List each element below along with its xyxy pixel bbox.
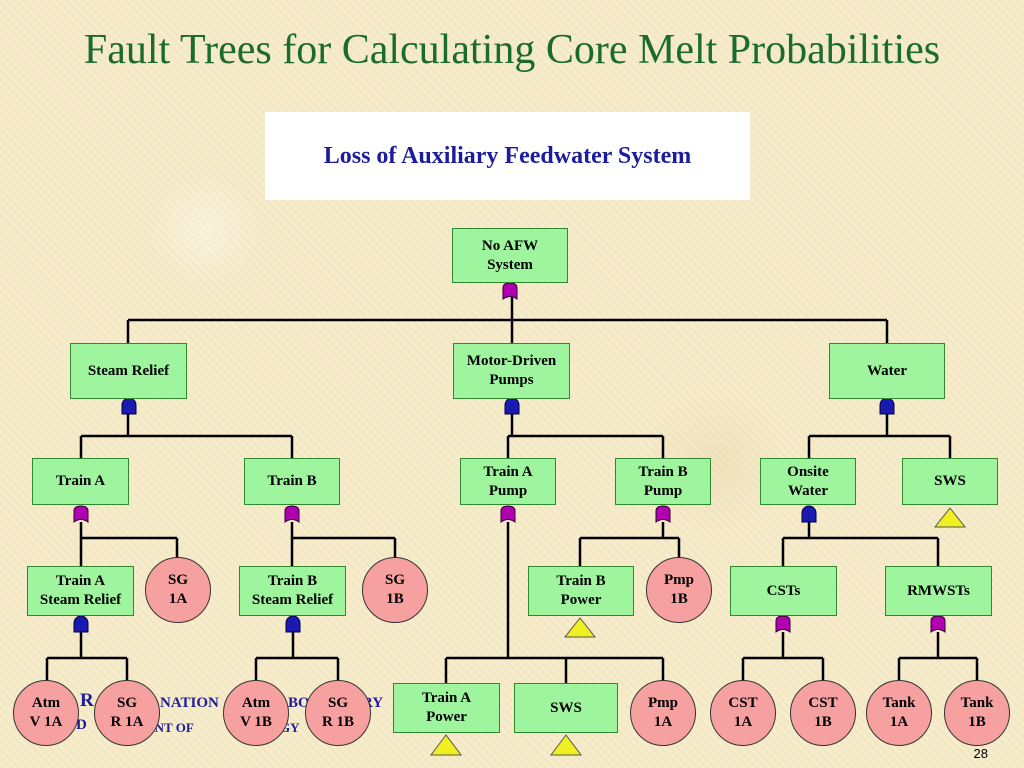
footer-line1-a: R <box>80 690 94 711</box>
transfer-triangle-icon <box>933 507 967 528</box>
and-gate-icon <box>121 397 137 415</box>
node-sws-bottom: SWS <box>514 683 618 733</box>
page-title: Fault Trees for Calculating Core Melt Pr… <box>83 27 941 73</box>
node-no-afw-system: No AFW System <box>452 228 568 283</box>
and-gate-icon <box>504 397 520 415</box>
node-train-b-pump: Train B Pump <box>615 458 711 505</box>
node-steam-relief: Steam Relief <box>70 343 187 399</box>
event-atm-v1b: Atm V 1B <box>223 680 289 746</box>
event-tank-1b: Tank 1B <box>944 680 1010 746</box>
or-gate-icon <box>500 505 516 523</box>
node-train-b-steam-relief: Train B Steam Relief <box>239 566 346 616</box>
or-gate-icon <box>930 615 946 633</box>
node-water: Water <box>829 343 945 399</box>
footer-line2-a: D <box>76 717 87 733</box>
node-rmwsts: RMWSTs <box>885 566 992 616</box>
node-onsite-water: Onsite Water <box>760 458 856 505</box>
node-train-a-steam-relief: Train A Steam Relief <box>27 566 134 616</box>
subtitle: Loss of Auxiliary Feedwater System <box>323 142 692 169</box>
event-tank-1a: Tank 1A <box>866 680 932 746</box>
event-sg-r1b: SG R 1B <box>305 680 371 746</box>
transfer-triangle-icon <box>550 734 582 756</box>
page-number: 28 <box>973 746 988 761</box>
node-train-b: Train B <box>244 458 340 505</box>
or-gate-icon <box>284 505 300 523</box>
event-sg-1a: SG 1A <box>145 557 211 623</box>
and-gates <box>73 397 895 633</box>
or-gate-icon <box>502 282 518 300</box>
event-sg-r1a: SG R 1A <box>94 680 160 746</box>
connector-lines <box>45 296 979 683</box>
event-sg-1b: SG 1B <box>362 557 428 623</box>
node-train-a-power: Train A Power <box>393 683 500 733</box>
node-train-b-power: Train B Power <box>528 566 634 616</box>
node-motor-driven-pumps: Motor-Driven Pumps <box>453 343 570 399</box>
and-gate-icon <box>879 397 895 415</box>
transfer-triangle-icon <box>430 734 462 756</box>
node-sws-top: SWS <box>902 458 998 505</box>
or-gate-icon <box>655 505 671 523</box>
transfer-triangles <box>430 507 967 756</box>
footer-line1-c: BO <box>288 695 310 711</box>
footer-line1-b: NATION <box>160 695 219 711</box>
or-gate-icon <box>775 615 791 633</box>
transfer-triangle-icon <box>563 617 597 638</box>
event-atm-v1a: Atm V 1A <box>13 680 79 746</box>
and-gate-icon <box>73 615 89 633</box>
or-gate-icon <box>73 505 89 523</box>
node-train-a-pump: Train A Pump <box>460 458 556 505</box>
event-pmp-1a: Pmp 1A <box>630 680 696 746</box>
node-csts: CSTs <box>730 566 837 616</box>
node-train-a: Train A <box>32 458 129 505</box>
subtitle-box: Loss of Auxiliary Feedwater System <box>265 112 750 200</box>
and-gate-icon <box>801 505 817 523</box>
event-cst-1b: CST 1B <box>790 680 856 746</box>
event-cst-1a: CST 1A <box>710 680 776 746</box>
event-pmp-1b: Pmp 1B <box>646 557 712 623</box>
and-gate-icon <box>285 615 301 633</box>
or-gates <box>73 282 946 633</box>
